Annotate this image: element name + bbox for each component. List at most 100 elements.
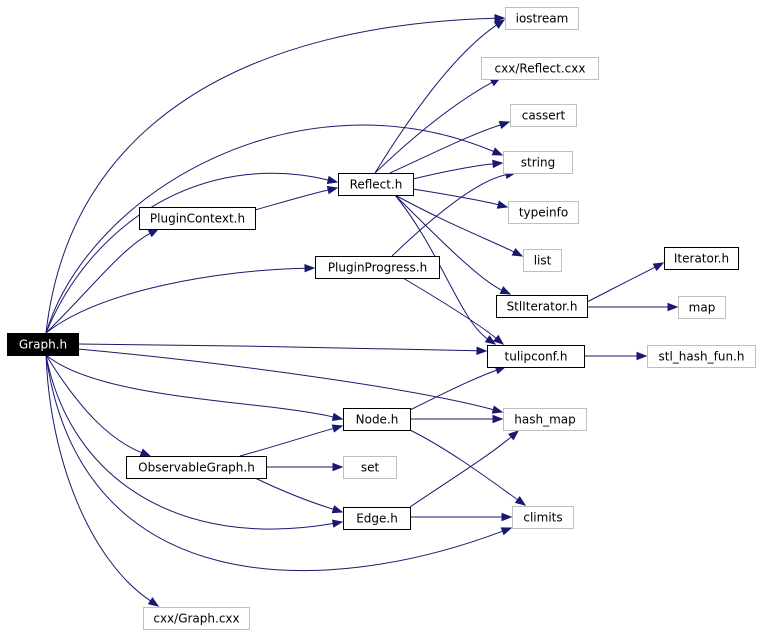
edge-reflect_h-to-typeinfo (412, 188, 509, 209)
node-label: typeinfo (519, 206, 568, 220)
edge-graph_h-to-climits (45, 354, 513, 572)
arrowhead (491, 147, 504, 156)
edge-reflect_h-to-list (394, 194, 524, 257)
node-box (647, 345, 756, 368)
node-cxx-reflect-cxx: cxx/Reflect.cxx (481, 57, 599, 80)
arrowhead (476, 346, 488, 355)
node-iterator-h[interactable]: Iterator.h (664, 247, 739, 270)
node-label: tulipconf.h (505, 350, 568, 364)
node-iostream: iostream (505, 7, 579, 30)
node-hash-map: hash_map (503, 408, 587, 431)
arrowhead (491, 405, 504, 414)
node-stliterator-h[interactable]: StlIterator.h (496, 295, 588, 318)
node-box (481, 57, 599, 80)
node-box (503, 151, 573, 174)
edge-reflect_h-to-iostream (374, 19, 506, 174)
node-stl-hash-fun-h: stl_hash_fun.h (647, 345, 756, 368)
arrowhead (147, 597, 160, 607)
node-label: cxx/Graph.cxx (153, 612, 239, 626)
node-box (143, 607, 250, 630)
arrowhead (493, 19, 506, 29)
node-box (496, 295, 588, 318)
node-edge-h[interactable]: Edge.h (343, 507, 411, 530)
edge-stliterator_h-to-map (586, 302, 679, 312)
node-box (510, 104, 577, 127)
edge-stliterator_h-to-iterator_h (586, 262, 665, 303)
node-box (523, 249, 562, 272)
node-label: string (521, 156, 555, 170)
edge-reflect_h-to-cxx_reflect_cxx (374, 77, 502, 174)
arrowhead (139, 448, 152, 457)
arrowhead (496, 200, 509, 209)
node-box (7, 333, 79, 356)
arrowhead (494, 14, 506, 23)
arrowhead (331, 412, 344, 421)
edge-graph_h-to-cxx_graph_cxx (45, 354, 160, 607)
arrowhead (331, 424, 344, 433)
node-reflect-h[interactable]: Reflect.h (338, 173, 414, 196)
node-box (678, 296, 726, 319)
edge-observablegraph_h-to-edge_h (254, 477, 344, 514)
node-box (664, 247, 739, 270)
node-label: Graph.h (19, 338, 67, 352)
node-box (503, 408, 587, 431)
node-climits: climits (512, 506, 574, 529)
node-observablegraph-h[interactable]: ObservableGraph.h (126, 456, 267, 479)
node-box (343, 456, 397, 479)
arrowhead (332, 462, 344, 472)
node-label: ObservableGraph.h (138, 461, 255, 475)
node-label: StlIterator.h (507, 300, 578, 314)
node-label: Iterator.h (674, 252, 729, 266)
node-cxx-graph-cxx: cxx/Graph.cxx (143, 607, 250, 630)
edge-edge_h-to-climits (410, 512, 513, 522)
edge-graph_h-to-node_h (45, 354, 344, 421)
edges-layer (45, 14, 679, 607)
edge-graph_h-to-iostream (45, 14, 506, 334)
edge-reflect_h-to-string (412, 159, 504, 180)
node-box (315, 256, 440, 279)
node-node-h[interactable]: Node.h (343, 408, 411, 431)
node-pluginprogress-h[interactable]: PluginProgress.h (315, 256, 440, 279)
edge-graph_h-to-tulipconf_h (77, 343, 488, 355)
arrowhead (331, 519, 344, 528)
edge-reflect_h-to-stliterator_h (394, 194, 512, 295)
edge-graph_h-to-string (45, 124, 504, 334)
node-box (126, 456, 267, 479)
edge-graph_h-to-plugincontext_h (45, 228, 160, 334)
node-list: list (523, 249, 562, 272)
edge-edge_h-to-hash_map (409, 430, 520, 508)
node-label: climits (523, 511, 562, 525)
node-box (487, 345, 585, 368)
arrowhead (331, 505, 344, 514)
edge-node_h-to-tulipconf_h (409, 366, 507, 411)
node-plugincontext-h[interactable]: PluginContext.h (139, 207, 256, 230)
edge-node_h-to-climits (409, 429, 527, 506)
edge-graph_h-to-hash_map (77, 348, 504, 414)
node-box (508, 201, 579, 224)
edge-graph_h-to-edge_h (45, 354, 344, 530)
edge-reflect_h-to-tulipconf_h (394, 194, 497, 345)
arrowhead (511, 247, 524, 257)
arrowhead (514, 496, 527, 506)
arrowhead (484, 335, 497, 345)
arrowhead (492, 159, 504, 169)
node-graph-h[interactable]: Graph.h (7, 333, 79, 356)
arrowhead (326, 175, 339, 184)
edge-reflect_h-to-cassert (389, 120, 511, 174)
node-string: string (503, 151, 573, 174)
node-box (139, 207, 256, 230)
node-label: PluginContext.h (150, 212, 245, 226)
arrowhead (304, 263, 316, 273)
node-box (343, 507, 411, 530)
node-box (505, 7, 579, 30)
edge-graph_h-to-observablegraph_h (45, 354, 152, 457)
node-label: map (689, 301, 716, 315)
node-box (512, 506, 574, 529)
arrowhead (501, 512, 513, 522)
node-label: hash_map (514, 413, 575, 427)
arrowhead (500, 527, 513, 536)
node-tulipconf-h[interactable]: tulipconf.h (487, 345, 585, 368)
arrowhead (492, 414, 504, 424)
node-label: PluginProgress.h (328, 261, 427, 275)
